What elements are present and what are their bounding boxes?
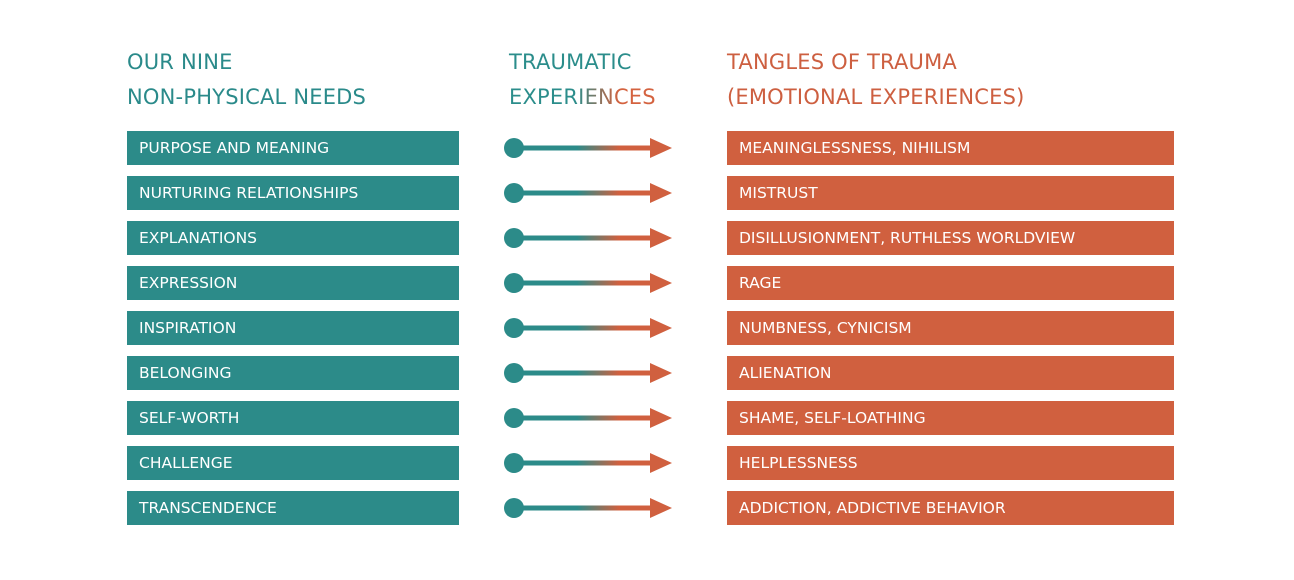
experiences-column-heading: TRAUMATIC EXPERIENCES bbox=[509, 45, 656, 115]
row-8: TRANSCENDENCE ADDICTION, ADDICTIVE BEHAV… bbox=[0, 491, 1294, 536]
need-box: BELONGING bbox=[127, 356, 459, 390]
need-box: INSPIRATION bbox=[127, 311, 459, 345]
arrow-shaft bbox=[514, 280, 654, 286]
trauma-box: ADDICTION, ADDICTIVE BEHAVIOR bbox=[727, 491, 1174, 525]
need-box: EXPRESSION bbox=[127, 266, 459, 300]
arrow-icon bbox=[502, 181, 674, 205]
need-box: NURTURING RELATIONSHIPS bbox=[127, 176, 459, 210]
need-box: EXPLANATIONS bbox=[127, 221, 459, 255]
trauma-box: DISILLUSIONMENT, RUTHLESS WORLDVIEW bbox=[727, 221, 1174, 255]
arrow-head bbox=[650, 138, 672, 158]
arrow-shaft bbox=[514, 235, 654, 241]
arrow-icon bbox=[502, 496, 674, 520]
arrow-start-dot bbox=[504, 228, 524, 248]
arrow-head bbox=[650, 228, 672, 248]
needs-column-heading: OUR NINE NON-PHYSICAL NEEDS bbox=[127, 45, 366, 115]
arrow-start-dot bbox=[504, 498, 524, 518]
experiences-heading-line2: EXPERIENCES bbox=[509, 80, 656, 115]
row-7: CHALLENGE HELPLESSNESS bbox=[0, 446, 1294, 491]
need-box: PURPOSE AND MEANING bbox=[127, 131, 459, 165]
need-box: TRANSCENDENCE bbox=[127, 491, 459, 525]
row-4: INSPIRATION NUMBNESS, CYNICISM bbox=[0, 311, 1294, 356]
trauma-box: SHAME, SELF-LOATHING bbox=[727, 401, 1174, 435]
arrow-shaft bbox=[514, 370, 654, 376]
row-0: PURPOSE AND MEANING MEANINGLESSNESS, NIH… bbox=[0, 131, 1294, 176]
arrow-shaft bbox=[514, 190, 654, 196]
arrow-head bbox=[650, 363, 672, 383]
arrow-icon bbox=[502, 136, 674, 160]
trauma-box: MEANINGLESSNESS, NIHILISM bbox=[727, 131, 1174, 165]
arrow-start-dot bbox=[504, 453, 524, 473]
arrow-icon bbox=[502, 226, 674, 250]
need-box: CHALLENGE bbox=[127, 446, 459, 480]
need-box: SELF-WORTH bbox=[127, 401, 459, 435]
row-3: EXPRESSION RAGE bbox=[0, 266, 1294, 311]
arrow-icon bbox=[502, 406, 674, 430]
arrow-start-dot bbox=[504, 273, 524, 293]
arrow-shaft bbox=[514, 325, 654, 331]
trauma-column-heading: TANGLES OF TRAUMA (EMOTIONAL EXPERIENCES… bbox=[727, 45, 1025, 115]
arrow-icon bbox=[502, 316, 674, 340]
trauma-box: RAGE bbox=[727, 266, 1174, 300]
trauma-heading-line1: TANGLES OF TRAUMA bbox=[727, 50, 957, 74]
arrow-start-dot bbox=[504, 183, 524, 203]
row-5: BELONGING ALIENATION bbox=[0, 356, 1294, 401]
arrow-start-dot bbox=[504, 318, 524, 338]
row-6: SELF-WORTH SHAME, SELF-LOATHING bbox=[0, 401, 1294, 446]
arrow-start-dot bbox=[504, 408, 524, 428]
trauma-box: NUMBNESS, CYNICISM bbox=[727, 311, 1174, 345]
trauma-heading-line2: (EMOTIONAL EXPERIENCES) bbox=[727, 85, 1025, 109]
arrow-shaft bbox=[514, 505, 654, 511]
row-2: EXPLANATIONS DISILLUSIONMENT, RUTHLESS W… bbox=[0, 221, 1294, 266]
arrow-shaft bbox=[514, 415, 654, 421]
arrow-head bbox=[650, 498, 672, 518]
arrow-icon bbox=[502, 271, 674, 295]
arrow-shaft bbox=[514, 460, 654, 466]
arrow-head bbox=[650, 453, 672, 473]
needs-heading-line2: NON-PHYSICAL NEEDS bbox=[127, 85, 367, 109]
arrow-icon bbox=[502, 361, 674, 385]
arrow-head bbox=[650, 408, 672, 428]
trauma-box: HELPLESSNESS bbox=[727, 446, 1174, 480]
trauma-box: ALIENATION bbox=[727, 356, 1174, 390]
row-1: NURTURING RELATIONSHIPS MISTRUST bbox=[0, 176, 1294, 221]
arrow-head bbox=[650, 273, 672, 293]
needs-heading-line1: OUR NINE bbox=[127, 50, 233, 74]
arrow-shaft bbox=[514, 145, 654, 151]
arrow-icon bbox=[502, 451, 674, 475]
needs-to-trauma-rows: PURPOSE AND MEANING MEANINGLESSNESS, NIH… bbox=[0, 131, 1294, 536]
arrow-start-dot bbox=[504, 363, 524, 383]
arrow-head bbox=[650, 183, 672, 203]
experiences-heading-line1: TRAUMATIC bbox=[509, 50, 632, 74]
trauma-box: MISTRUST bbox=[727, 176, 1174, 210]
arrow-start-dot bbox=[504, 138, 524, 158]
arrow-head bbox=[650, 318, 672, 338]
